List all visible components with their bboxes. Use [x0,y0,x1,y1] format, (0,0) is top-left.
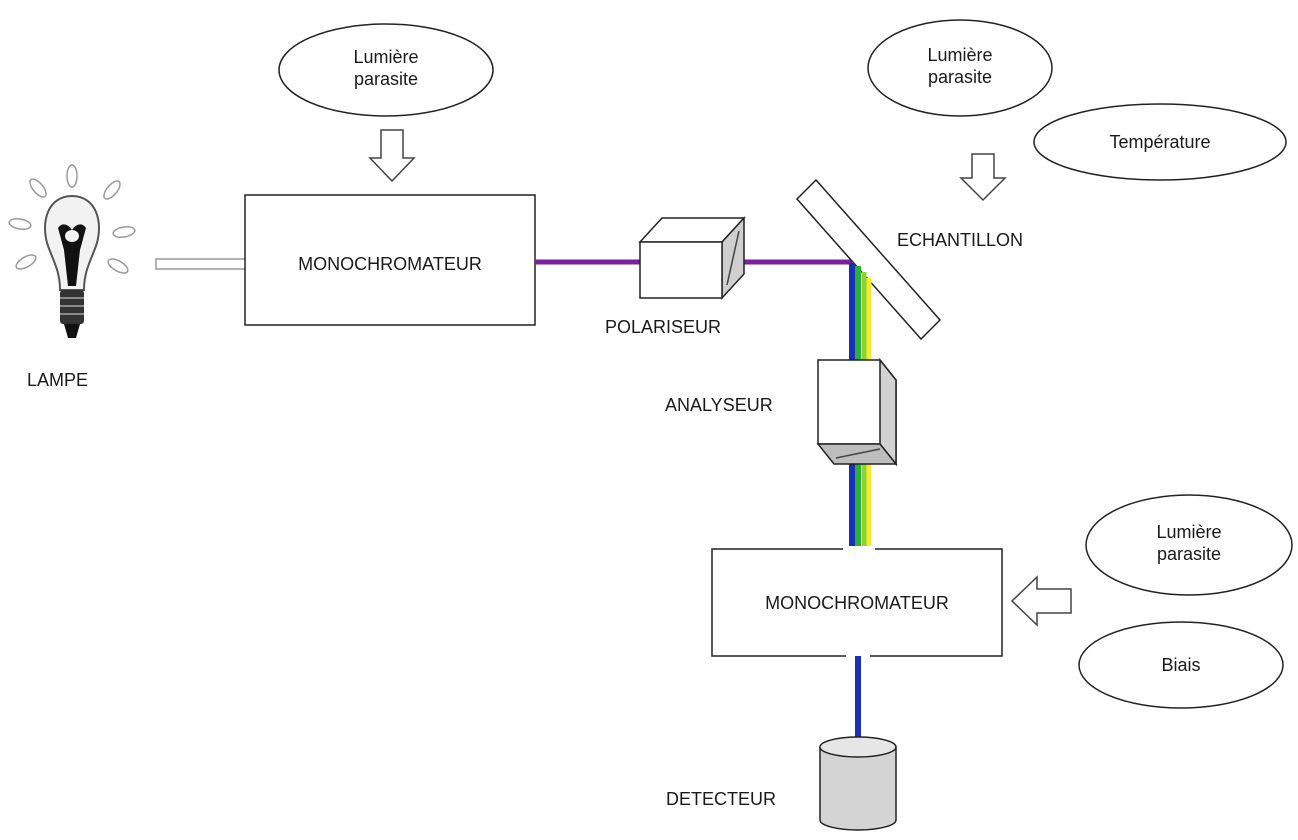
ellipse-lumiere-1-line-2: parasite [353,69,419,89]
sample-plate [795,178,942,341]
ellipse-temperature [1033,103,1287,181]
label-analyseur: ANALYSEUR [665,395,773,415]
polarizer-prism-icon [638,216,746,300]
lamp-filament [58,224,86,286]
ellipse-temperature-text: Température [1109,132,1211,152]
label-monochromator-2: MONOCHROMATEUR [765,593,949,613]
detector-cylinder-icon [819,736,897,831]
down-arrow-icon [959,153,1007,202]
monochromator-1-box [244,194,536,326]
ellipse-lumiere-3-line-1: Lumière [1156,522,1222,542]
ellipse-biais-text: Biais [1161,655,1201,675]
label-polariseur: POLARISEUR [605,317,722,337]
label-detecteur: DETECTEUR [666,789,777,809]
lamp-rays [8,164,136,274]
ellipse-lumiere-1 [278,23,494,117]
ellipse-lumiere-2 [867,19,1053,117]
ellipse-lumiere-1-text: Lumière parasite [300,46,472,90]
ellipse-lumiere-3 [1085,494,1293,596]
ellipse-lumiere-2-line-1: Lumière [927,45,993,65]
ellipse-lumiere-2-line-2: parasite [927,67,993,87]
label-monochromator-1: MONOCHROMATEUR [298,254,482,274]
analyzer-prism-icon [816,357,898,467]
lamp-icon [8,164,136,338]
label-echantillon: ECHANTILLON [897,230,1024,250]
label-lampe: LAMPE [27,370,89,390]
ellipse-lumiere-3-line-2: parasite [1156,544,1222,564]
left-arrow-icon [1010,575,1072,627]
ellipse-lumiere-3-text: Lumière parasite [1103,521,1275,565]
ellipse-biais [1078,621,1284,709]
down-arrow-icon [368,129,416,183]
ellipse-lumiere-1-line-1: Lumière [353,47,419,67]
ellipse-lumiere-2-text: Lumière parasite [874,44,1046,88]
entry-slit [155,258,247,270]
